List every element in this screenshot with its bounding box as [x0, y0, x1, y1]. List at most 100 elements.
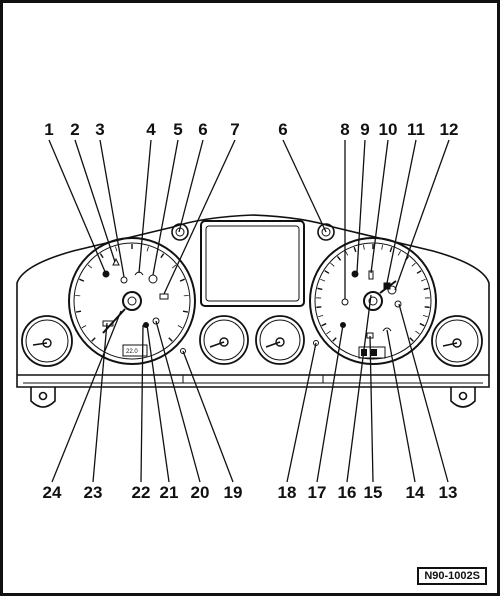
top-callout-13: 12	[440, 120, 459, 139]
bottom-callout-6: 19	[224, 483, 243, 502]
left-display-text: 22.0	[126, 349, 138, 355]
top-leader-line-7	[163, 139, 236, 295]
top-callout-8: 6	[278, 120, 287, 139]
scale-tick	[318, 315, 324, 318]
bottom-leader-line-6	[182, 350, 234, 483]
top-leader-line-3	[99, 139, 125, 278]
lamp-15-icon	[366, 332, 374, 339]
top-callout-1: 1	[44, 120, 53, 139]
speedometer-scale	[316, 244, 430, 342]
top-leader-line-8	[282, 139, 327, 233]
scale-tick	[320, 278, 326, 282]
top-callout-3: 3	[95, 120, 104, 139]
lamp-20-icon	[152, 317, 160, 325]
left-gauge-display: 22.0	[122, 344, 148, 357]
scale-tick	[420, 278, 426, 282]
bottom-callout-11: 14	[406, 483, 425, 502]
scale-tick	[316, 306, 322, 309]
bottom-callout-4: 21	[160, 483, 179, 502]
bottom-leader-line-12	[398, 303, 449, 483]
top-leader-line-5	[152, 139, 179, 276]
scale-tick	[363, 244, 365, 250]
bottom-leader-line-2	[92, 322, 108, 483]
bottom-leader-line-1	[51, 310, 122, 483]
lamp-13-icon	[394, 300, 402, 308]
scale-tick	[171, 264, 177, 269]
bottom-leader-line-11	[386, 329, 416, 483]
bottom-callout-5: 20	[191, 483, 210, 502]
lamp-9-icon	[351, 270, 359, 278]
top-callout-12: 11	[407, 120, 425, 139]
bottom-callout-8: 17	[308, 483, 327, 502]
bottom-callout-12: 13	[439, 483, 458, 502]
scale-tick	[182, 310, 189, 313]
top-callout-6: 6	[198, 120, 207, 139]
scale-tick	[87, 264, 93, 269]
scale-tick	[115, 246, 118, 252]
lamp-19-icon	[180, 348, 186, 354]
top-leader-line-4	[138, 139, 152, 274]
trip-reset-knob-right	[317, 223, 335, 241]
scale-tick	[160, 253, 165, 259]
lamp-23-icon	[102, 320, 114, 327]
scale-tick	[381, 244, 383, 250]
small-gauge-center-right	[255, 315, 305, 365]
top-leader-line-12	[386, 139, 417, 284]
bottom-leader-line-8	[316, 324, 344, 483]
tachometer	[68, 237, 196, 365]
callout-leader-lines	[48, 139, 450, 483]
scale-tick	[332, 337, 337, 342]
scale-tick	[317, 287, 323, 291]
lamp-11-icon	[383, 282, 391, 290]
scale-tick	[411, 262, 416, 267]
tachometer-scale	[75, 244, 189, 342]
top-leader-line-1	[48, 139, 107, 275]
small-gauge-far-right	[431, 315, 483, 367]
lamp-3-icon	[120, 276, 128, 284]
top-leader-line-2	[74, 139, 116, 263]
small-gauge-center-left	[199, 315, 249, 365]
scale-tick	[99, 253, 104, 259]
top-callout-5: 5	[173, 120, 182, 139]
scale-tick	[423, 287, 429, 291]
bottom-callout-10: 15	[364, 483, 383, 502]
figure-reference-code: N90-1002S	[417, 567, 487, 585]
scale-tick	[424, 306, 430, 309]
scale-tick	[79, 278, 85, 282]
scale-tick	[330, 262, 335, 267]
bottom-leader-line-4	[146, 324, 170, 483]
bottom-leader-line-3	[140, 324, 144, 483]
bottom-leader-line-5	[155, 320, 201, 483]
top-callout-11: 10	[379, 120, 398, 139]
top-callout-7: 7	[230, 120, 239, 139]
lamp-5-icon	[148, 274, 158, 284]
bottom-leader-line-7	[286, 342, 317, 483]
lamp-14-icon	[382, 327, 392, 332]
top-callout-10: 9	[360, 120, 369, 139]
cluster-housing	[16, 214, 490, 408]
lamp-8-icon	[341, 298, 349, 306]
top-leader-line-13	[394, 139, 450, 291]
scale-tick	[416, 270, 422, 274]
scale-tick	[353, 246, 357, 253]
scale-tick	[179, 278, 185, 282]
scale-tick	[91, 337, 96, 342]
scale-tick	[345, 250, 349, 256]
scale-tick	[397, 250, 401, 256]
bottom-leader-line-9	[346, 294, 372, 483]
top-leader-line-6	[178, 139, 204, 233]
bottom-callout-3: 22	[132, 483, 151, 502]
bottom-callout-2: 23	[84, 483, 103, 502]
top-leader-line-11	[370, 139, 389, 274]
scale-tick	[326, 330, 331, 335]
top-leader-line-10	[356, 139, 366, 273]
scale-tick	[336, 255, 342, 261]
scale-tick	[75, 310, 82, 313]
top-callout-2: 2	[70, 120, 79, 139]
scale-tick	[419, 322, 425, 327]
top-callout-9: 8	[340, 120, 349, 139]
small-gauge-far-left	[21, 315, 73, 367]
